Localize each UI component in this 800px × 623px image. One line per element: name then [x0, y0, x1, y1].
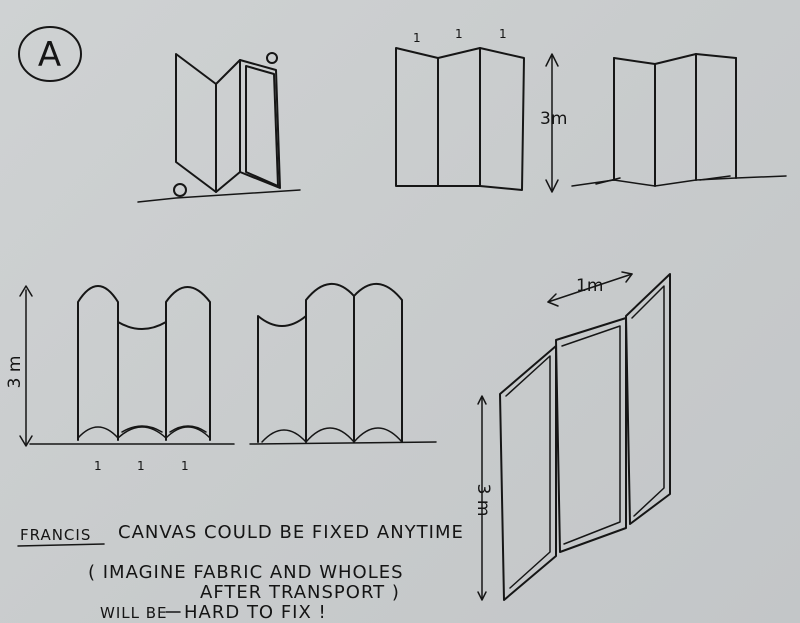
height-label-left: 3 m — [5, 356, 25, 389]
note-line-3: AFTER TRANSPORT ) — [200, 582, 400, 603]
note-line-1: CANVAS COULD BE FIXED ANYTIME — [118, 522, 464, 543]
note-line-4b: HARD TO FIX ! — [184, 602, 327, 623]
circled-label: A — [18, 26, 82, 82]
sketch-arched-screen-left: 3 m 1 1 1 — [5, 285, 235, 473]
note-line-2: ( IMAGINE FABRIC AND WHOLES — [88, 562, 404, 583]
handwritten-note: FRANCIS CANVAS COULD BE FIXED ANYTIME ( … — [17, 522, 464, 623]
width-mark-1: 1 — [413, 31, 421, 45]
sketch-plain-screen — [571, 53, 787, 187]
width-mark-2: 1 — [455, 27, 463, 41]
bottom-mark-2: 1 — [137, 459, 145, 473]
sketch-hatched-screen: 1 1 1 3m — [395, 27, 567, 193]
sketch-framed-screen: 1m 3 m — [473, 271, 671, 601]
width-mark-3: 1 — [499, 27, 507, 41]
height-label-right: 3 m — [473, 484, 493, 517]
bottom-mark-3: 1 — [181, 459, 189, 473]
height-label-top: 3m — [540, 109, 567, 129]
note-line-4a: WILL BE — [100, 604, 168, 622]
width-label-right: 1m — [576, 276, 603, 296]
note-name: FRANCIS — [20, 526, 91, 544]
sheet-label: A — [38, 35, 62, 75]
sketch-arched-screen-right — [249, 282, 437, 445]
sketch-zigzag-screen — [137, 52, 301, 203]
bottom-mark-1: 1 — [94, 459, 102, 473]
